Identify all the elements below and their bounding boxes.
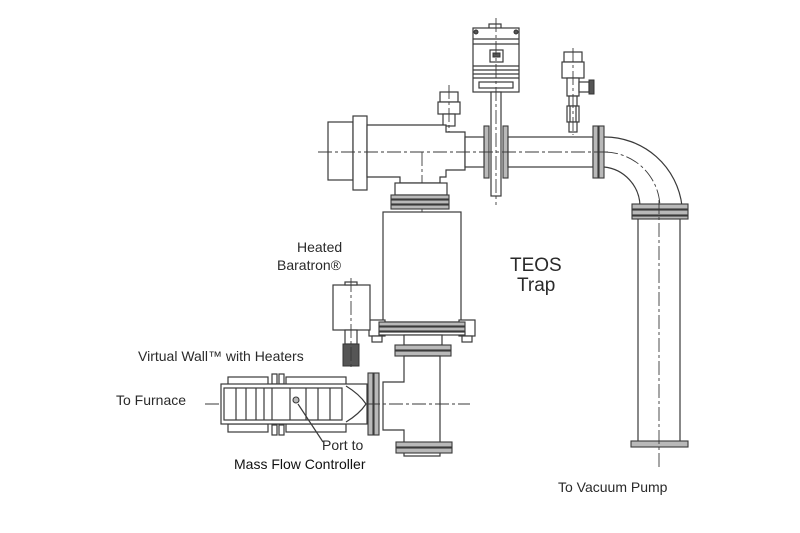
mass-flow-controller-label: Mass Flow Controller — [234, 456, 366, 472]
to-vacuum-pump-label: To Vacuum Pump — [558, 479, 668, 495]
valve-actuator — [472, 18, 520, 205]
heated-baratron-label-line2: Baratron® — [277, 257, 342, 273]
virtual-wall-heater — [220, 373, 368, 443]
heated-baratron-label-line1: Heated — [297, 239, 343, 255]
tee-housing — [318, 115, 610, 400]
elbow-pipe — [603, 136, 689, 220]
pressure-gauge-valve — [561, 48, 595, 135]
virtual-wall-label: Virtual Wall™ with Heaters — [138, 348, 304, 364]
teos-trap-label-line2: Trap — [517, 275, 556, 296]
teos-trap-label-line1: TEOS — [510, 255, 562, 276]
vacuum-pump-line — [630, 200, 689, 470]
to-furnace-label: To Furnace — [116, 392, 187, 408]
lower-tee — [205, 355, 470, 457]
tee-fitting — [437, 85, 461, 140]
port-to-label: Port to — [322, 437, 364, 453]
heated-baratron — [332, 278, 371, 370]
teos-trap-canister — [368, 182, 476, 357]
